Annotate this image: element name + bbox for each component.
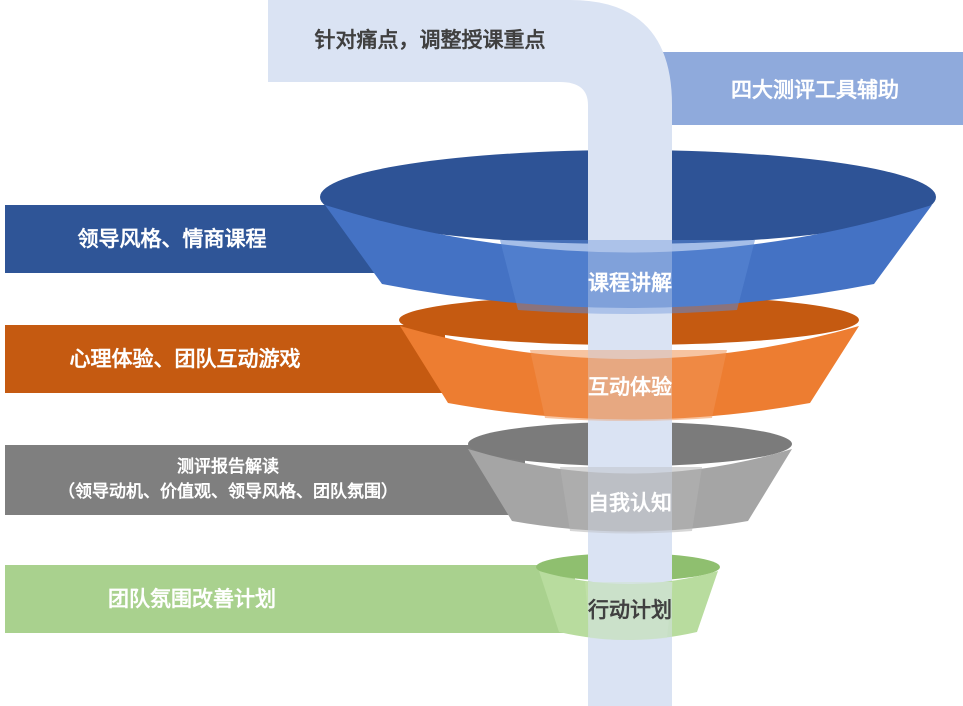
funnel-tier-2-highlight bbox=[530, 350, 727, 421]
stage-bar-action-plan bbox=[5, 565, 575, 633]
funnel-label-interaction: 互动体验 bbox=[588, 375, 672, 399]
bar-label-self-awareness-line-1: 测评报告解读 bbox=[177, 456, 279, 477]
funnel-label-action-plan: 行动计划 bbox=[587, 598, 672, 622]
funnel-label-self-awareness: 自我认知 bbox=[588, 491, 672, 515]
pipe-overlay-3 bbox=[588, 467, 672, 535]
bar-label-action-plan: 团队氛围改善计划 bbox=[108, 587, 276, 611]
top-right-box bbox=[652, 52, 963, 125]
pipe-overlay-1 bbox=[588, 240, 672, 320]
funnel-tier-4-highlight bbox=[585, 582, 673, 640]
top-right-label: 四大测评工具辅助 bbox=[731, 78, 899, 102]
funnel-tier-3-highlight bbox=[560, 467, 702, 534]
pipe-overlay-2 bbox=[588, 350, 672, 425]
bar-label-course: 领导风格、情商课程 bbox=[78, 227, 267, 251]
stage-bar-self-awareness bbox=[5, 445, 525, 515]
bar-label-interaction: 心理体验、团队互动游戏 bbox=[70, 347, 301, 371]
bar-label-self-awareness-line-2: （领导动机、价值观、领导风格、团队氛围） bbox=[58, 481, 398, 502]
pipe-overlay-4 bbox=[588, 582, 672, 640]
stage-bar-interaction bbox=[5, 325, 445, 393]
funnel-label-course: 课程讲解 bbox=[588, 271, 672, 295]
funnel-tier-1-highlight bbox=[500, 240, 755, 314]
top-label: 针对痛点，调整授课重点 bbox=[315, 28, 546, 52]
